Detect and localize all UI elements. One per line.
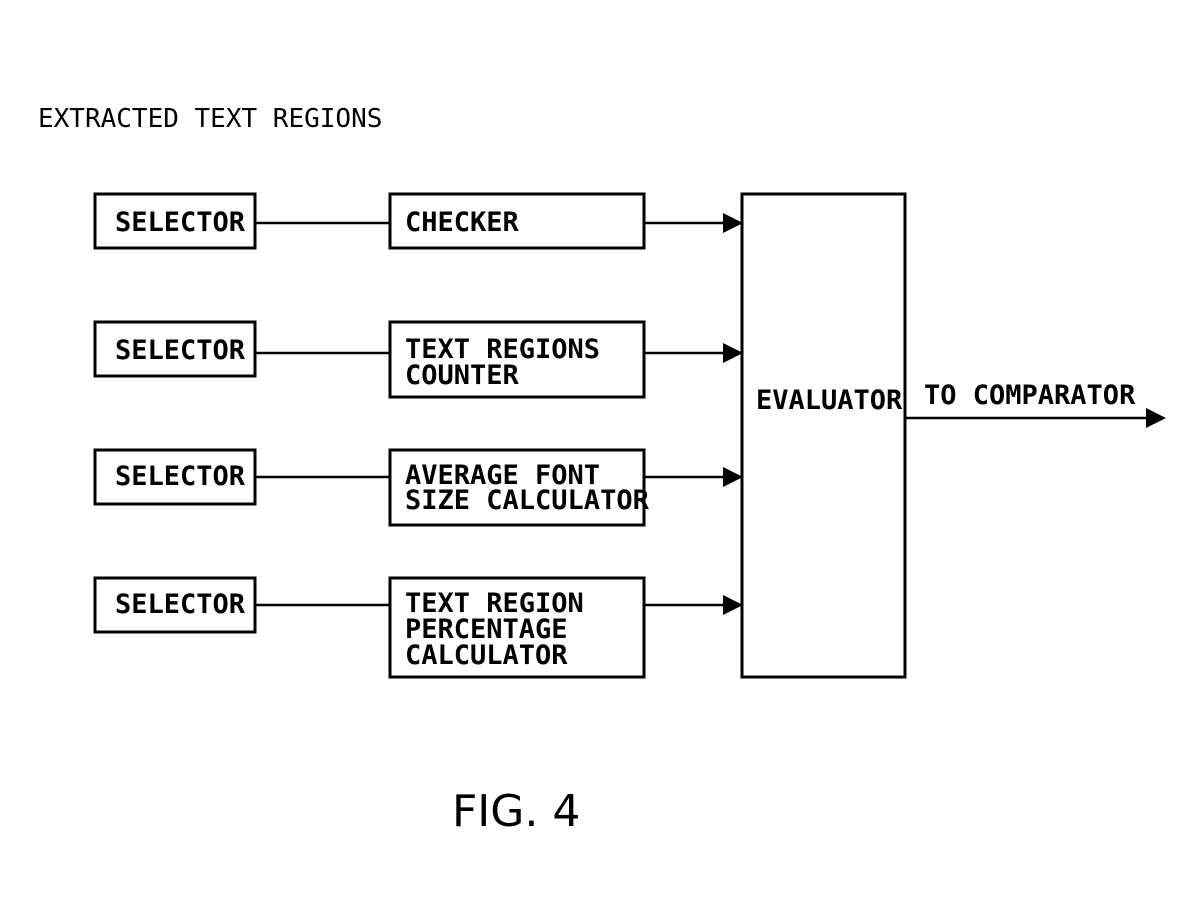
- checker-box: [388, 192, 646, 250]
- text-regions-counter-label-line-2: COUNTER: [405, 360, 520, 391]
- checker-label-line-1: CHECKER: [405, 207, 520, 238]
- text-region-percentage-calculator-label-line-3: CALCULATOR: [405, 640, 568, 671]
- arrowhead-2: [723, 343, 743, 363]
- output-arrowhead: [1146, 408, 1166, 428]
- evaluator-label: EVALUATOR: [756, 385, 903, 416]
- selector-box-3: [93, 448, 257, 506]
- figure-caption: FIG. 4: [452, 786, 580, 837]
- header-title: EXTRACTED TEXT REGIONS: [38, 104, 382, 134]
- average-font-size-calculator-label-line-1: AVERAGE FONT: [405, 460, 600, 491]
- text-region-percentage-calculator-label-line-1: TEXT REGION: [405, 588, 584, 619]
- text-region-percentage-calculator-label: TEXT REGION PERCENTAGE CALCULATOR: [405, 588, 600, 671]
- selector-box-4: [93, 576, 257, 634]
- average-font-size-calculator-box: [388, 448, 646, 527]
- text-regions-counter-box: [388, 320, 646, 399]
- arrowhead-1: [723, 213, 743, 233]
- selector-label-1: SELECTOR: [115, 207, 246, 238]
- text-regions-counter-label: TEXT REGIONS COUNTER: [405, 334, 616, 391]
- selector-label-4: SELECTOR: [115, 589, 246, 620]
- evaluator-box: [740, 192, 907, 679]
- text-region-percentage-calculator-label-line-2: PERCENTAGE: [405, 614, 568, 645]
- text-region-percentage-calculator-box: [388, 576, 646, 679]
- arrowhead-4: [723, 595, 743, 615]
- checker-label: CHECKER: [405, 207, 520, 238]
- output-label: TO COMPARATOR: [924, 380, 1136, 411]
- text-regions-counter-label-line-1: TEXT REGIONS: [405, 334, 600, 365]
- selector-label-3: SELECTOR: [115, 461, 246, 492]
- average-font-size-calculator-label-line-2: SIZE CALCULATOR: [405, 485, 650, 516]
- selector-label-2: SELECTOR: [115, 335, 246, 366]
- selector-box-1: [93, 192, 257, 250]
- selector-box-2: [93, 320, 257, 378]
- average-font-size-calculator-label: AVERAGE FONT SIZE CALCULATOR: [405, 460, 650, 516]
- arrowhead-3: [723, 467, 743, 487]
